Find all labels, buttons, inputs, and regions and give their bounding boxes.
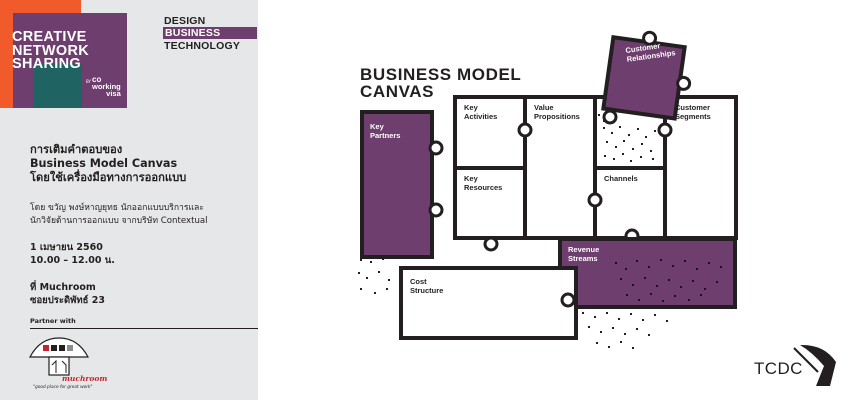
- canvas-title: BUSINESS MODEL CANVAS: [360, 65, 522, 101]
- key-activities-block: [453, 95, 527, 170]
- tagline-business: BUSINESS: [163, 27, 257, 39]
- customer-relationships-block: [601, 30, 692, 121]
- tcdc-logo: TCDC: [754, 359, 803, 378]
- revenue-streams-block: [558, 237, 737, 309]
- cost-structure-block: [399, 266, 578, 340]
- logo-overlap-block: [34, 64, 82, 108]
- event-venue: ที่ Muchroom ซอยประดิพัทธ์ 23: [30, 282, 105, 306]
- divider: [30, 328, 258, 329]
- muchroom-logo-icon: [29, 337, 89, 376]
- event-datetime: 1 เมษายน 2560 10.00 – 12.00 น.: [30, 242, 115, 266]
- tagline-design: DESIGN: [164, 15, 206, 27]
- tcdc-mark: [793, 344, 836, 386]
- partner-label: Partner with: [30, 317, 76, 325]
- channels-label: Channels: [604, 174, 638, 183]
- channels-block: [593, 166, 667, 240]
- logo-by-text: BY: [86, 79, 91, 84]
- event-title: การเติมคำตอบของ Business Model Canvas โด…: [30, 143, 187, 184]
- coworking-visa-logo: co working visa: [92, 75, 121, 98]
- tagline-technology: TECHNOLOGY: [164, 40, 241, 52]
- key-partners-block: [360, 110, 434, 259]
- revenue-dot-texture: [615, 259, 722, 302]
- muchroom-wordmark: muchroom: [62, 374, 108, 383]
- dot-texture: [358, 114, 668, 349]
- customer-segments-block: [663, 95, 738, 240]
- speaker-info: โดย ขวัญ พงษ์หาญยุทธ นักออกแบบบริการและ …: [30, 203, 208, 226]
- creative-network-sharing-logo: CREATIVE NETWORK SHARING: [12, 29, 90, 72]
- event-info-panel: CREATIVE NETWORK SHARING BY co working v…: [0, 0, 258, 400]
- muchroom-slogan: "good place for great work": [33, 385, 93, 390]
